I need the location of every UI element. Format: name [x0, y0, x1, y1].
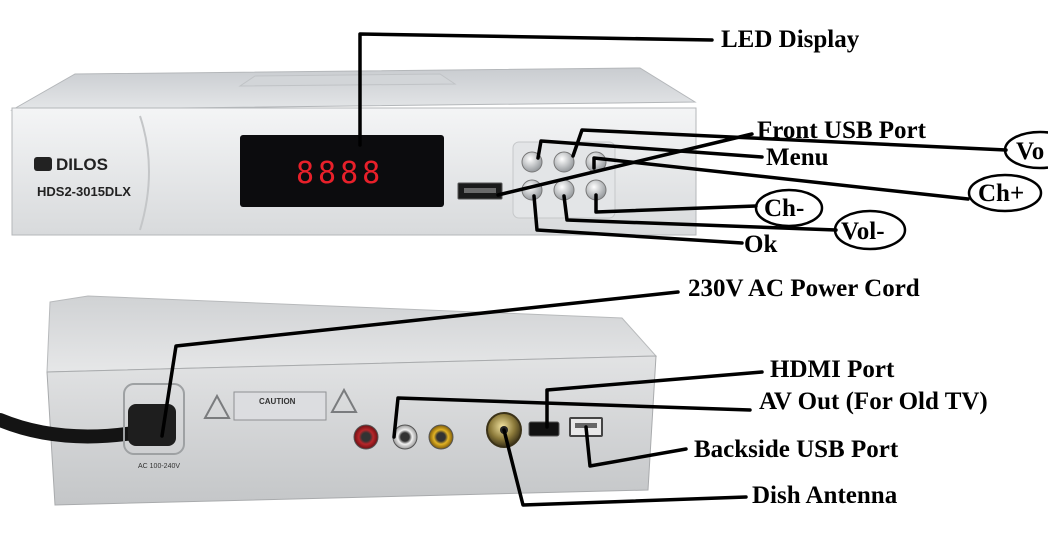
front-view-box: DILOS HDS2-3015DLX 8888 [10, 67, 697, 236]
dilos-logo-mark [34, 157, 52, 171]
hdmi-port [528, 421, 560, 437]
power-inlet-recess [123, 383, 185, 455]
label-power-cord: 230V AC Power Cord [688, 275, 920, 302]
label-front-usb: Front USB Port [757, 117, 927, 144]
back-view-box: AC 100-240V CAUTION [0, 295, 658, 506]
button-vol-plus [553, 151, 575, 173]
callout-back-usb [584, 425, 688, 468]
callout-power-cord [160, 290, 680, 438]
label-ch-minus: Ch- [764, 195, 804, 222]
label-av-out: AV Out (For Old TV) [759, 388, 988, 415]
ch-minus-oval [754, 188, 824, 228]
power-inlet-caption: AC 100-240V [138, 463, 180, 470]
callout-dish [502, 428, 748, 507]
warning-triangle-left [203, 393, 231, 419]
front-box-top [10, 67, 697, 111]
back-box-top [46, 295, 658, 373]
power-cord-strain-relief [128, 404, 176, 446]
callout-av-out [392, 396, 752, 439]
callout-labels: LED Display Front USB Port Menu Vo Ch+ C… [688, 26, 1044, 509]
callout-ch-plus [592, 156, 970, 201]
label-menu: Menu [766, 144, 829, 171]
warning-triangle-right [330, 387, 358, 413]
label-ovals [754, 130, 1048, 251]
dilos-logo: DILOS [34, 155, 108, 174]
caution-title: CAUTION [259, 397, 296, 406]
ch-plus-oval [967, 173, 1043, 213]
label-vol-plus: Vo [1016, 138, 1044, 165]
callout-ok [532, 194, 744, 245]
callout-front-usb [496, 132, 754, 197]
rca-yellow-jack [428, 424, 454, 450]
front-box-vent [238, 73, 457, 87]
caution-label [233, 391, 327, 421]
power-cord-cable [0, 413, 147, 444]
label-hdmi: HDMI Port [770, 356, 895, 383]
label-ok: Ok [744, 231, 777, 258]
callout-hdmi [545, 370, 764, 429]
callout-lines [160, 32, 1008, 507]
label-back-usb: Backside USB Port [694, 436, 899, 463]
label-ch-plus: Ch+ [978, 180, 1024, 207]
back-box-face [46, 355, 657, 506]
led-readout: 8888 [296, 156, 384, 191]
vol-minus-oval [833, 209, 907, 251]
callout-vol-minus [562, 194, 838, 232]
callout-vol-plus [571, 128, 1008, 158]
label-led-display: LED Display [721, 26, 860, 53]
label-vol-minus: Vol- [841, 218, 885, 245]
front-box-panel-edge [139, 115, 150, 231]
brand-name: DILOS [56, 155, 108, 174]
callout-ch-minus [594, 193, 758, 214]
callout-menu [536, 139, 764, 160]
label-dish: Dish Antenna [752, 482, 898, 509]
led-display-window [240, 135, 444, 207]
callout-led-display [358, 32, 714, 147]
vol-plus-oval [1003, 130, 1048, 170]
rca-red-jack [353, 424, 379, 450]
model-number: HDS2-3015DLX [37, 184, 131, 199]
front-usb-port-tongue [464, 188, 496, 193]
